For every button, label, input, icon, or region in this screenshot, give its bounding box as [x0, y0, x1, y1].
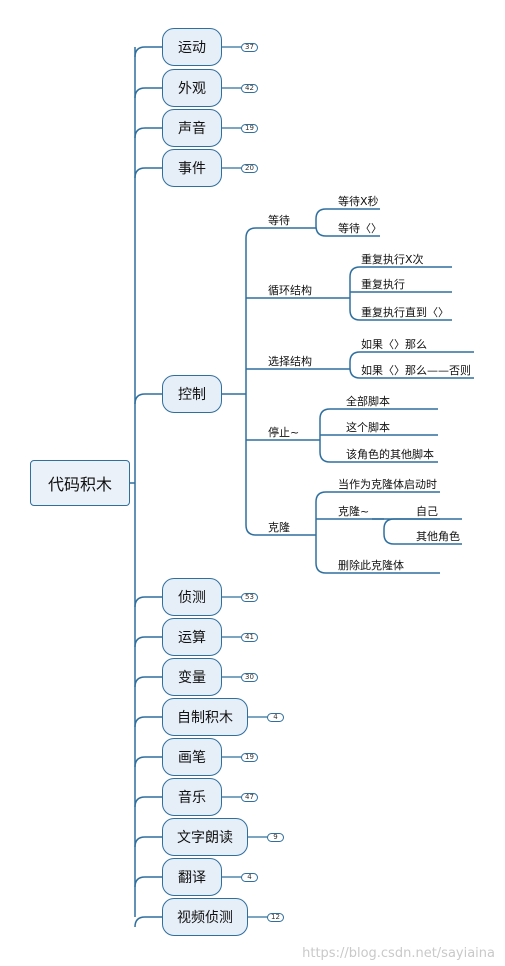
count-badge: 20	[241, 163, 258, 173]
category-label: 声音	[178, 121, 206, 137]
category-node[interactable]: 文字朗读	[162, 818, 248, 856]
count-badge: 47	[241, 792, 258, 802]
category-node[interactable]: 视频侦测	[162, 898, 248, 936]
control-group-label[interactable]: 循环结构	[268, 284, 312, 297]
count-badge: 4	[267, 712, 284, 722]
control-leaf[interactable]: 这个脚本	[346, 421, 390, 434]
category-node[interactable]: 变量	[162, 658, 222, 696]
category-label: 自制积木	[177, 710, 233, 726]
control-leaf[interactable]: 重复执行	[361, 278, 405, 291]
category-node[interactable]: 运算	[162, 618, 222, 656]
root-label: 代码积木	[47, 475, 112, 494]
control-leaf[interactable]: 克隆~	[338, 505, 370, 518]
category-label: 文字朗读	[177, 830, 233, 846]
category-node[interactable]: 外观	[162, 69, 222, 107]
control-leaf[interactable]: 该角色的其他脚本	[346, 448, 434, 461]
count-badge: 41	[241, 632, 258, 642]
category-label: 变量	[178, 670, 206, 686]
category-label: 运算	[178, 630, 206, 646]
category-label: 视频侦测	[177, 910, 233, 926]
count-badge: 37	[241, 42, 258, 52]
category-node[interactable]: 侦测	[162, 578, 222, 616]
count-badge: 19	[241, 123, 258, 133]
category-node[interactable]: 事件	[162, 149, 222, 187]
root-node[interactable]: 代码积木	[30, 460, 130, 506]
control-leaf[interactable]: 重复执行X次	[361, 253, 424, 266]
control-leaf[interactable]: 如果〈〉那么——否则	[361, 364, 471, 377]
control-leaf[interactable]: 其他角色	[416, 530, 460, 543]
control-leaf[interactable]: 全部脚本	[346, 395, 390, 408]
control-leaf[interactable]: 等待〈〉	[338, 222, 382, 235]
control-group-label[interactable]: 停止~	[268, 426, 300, 439]
control-leaf[interactable]: 等待X秒	[338, 195, 379, 208]
control-group-label[interactable]: 选择结构	[268, 355, 312, 368]
category-node[interactable]: 声音	[162, 109, 222, 147]
category-label: 翻译	[178, 870, 206, 886]
category-node[interactable]: 控制	[162, 375, 222, 413]
category-node[interactable]: 翻译	[162, 858, 222, 896]
control-leaf[interactable]: 重复执行直到〈〉	[361, 306, 449, 319]
category-node[interactable]: 运动	[162, 28, 222, 66]
control-leaf[interactable]: 自己	[416, 505, 438, 518]
category-node[interactable]: 音乐	[162, 778, 222, 816]
count-badge: 53	[241, 592, 258, 602]
control-leaf[interactable]: 如果〈〉那么	[361, 338, 427, 351]
count-badge: 9	[267, 832, 284, 842]
control-leaf[interactable]: 当作为克隆体启动时	[338, 478, 437, 491]
count-badge: 30	[241, 672, 258, 682]
category-label: 音乐	[178, 790, 206, 806]
count-badge: 4	[241, 872, 258, 882]
count-badge: 12	[267, 912, 284, 922]
category-label: 运动	[178, 40, 206, 56]
category-node[interactable]: 自制积木	[162, 698, 248, 736]
count-badge: 19	[241, 752, 258, 762]
control-group-label[interactable]: 克隆	[268, 521, 290, 534]
watermark: https://blog.csdn.net/sayiaina	[302, 946, 495, 961]
category-label: 侦测	[178, 590, 206, 606]
category-node[interactable]: 画笔	[162, 738, 222, 776]
category-label: 控制	[178, 387, 206, 403]
category-label: 画笔	[178, 750, 206, 766]
control-leaf[interactable]: 删除此克隆体	[338, 559, 404, 572]
count-badge: 42	[241, 83, 258, 93]
category-label: 外观	[178, 81, 206, 97]
category-label: 事件	[178, 161, 206, 177]
control-group-label[interactable]: 等待	[268, 214, 290, 227]
